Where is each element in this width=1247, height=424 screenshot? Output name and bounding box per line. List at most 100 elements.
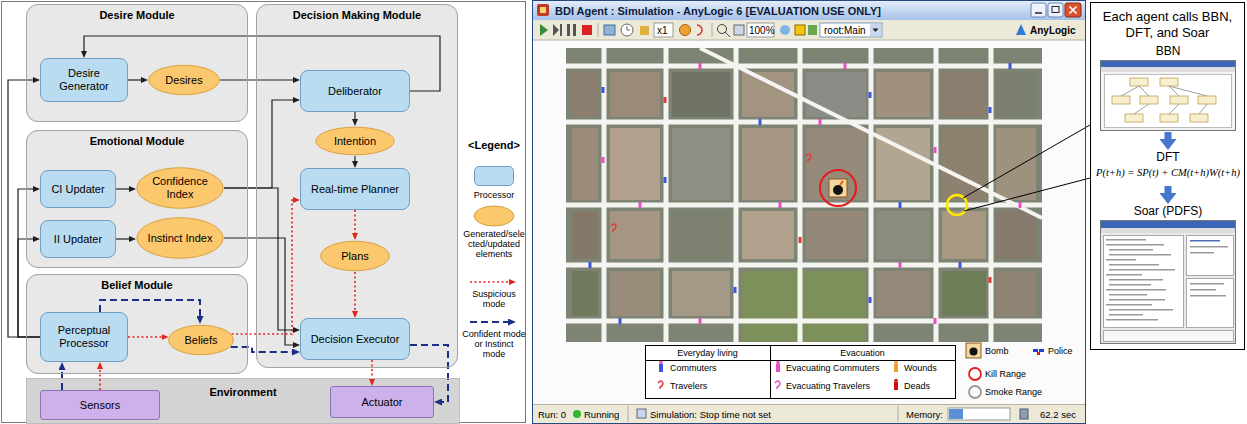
aerial-map (934, 147, 937, 153)
map-legend-table (1039, 349, 1044, 352)
aerial-map (699, 63, 702, 69)
aerial-map (876, 211, 930, 259)
table-cell: Evacuating Travelers (786, 381, 870, 392)
aerial-map (996, 211, 1036, 259)
soar-screenshot (1190, 295, 1226, 297)
bbn-screenshot (1101, 61, 1236, 131)
table-cell: Wounds (904, 363, 937, 374)
module-title: Emotional Module (27, 135, 247, 148)
bbn-screenshot (1121, 86, 1139, 96)
aerial-map (572, 271, 598, 316)
formula: P(t+h) = SP(t) + CM(t+h)W(t+h) (1093, 165, 1243, 181)
legend-text: Suspicious mode (462, 289, 526, 309)
soar-screenshot (1106, 289, 1166, 291)
aerial-map (602, 87, 605, 93)
aerial-map (989, 277, 992, 283)
soar-screenshot (1104, 236, 1184, 328)
legend-text: Processor (462, 190, 526, 200)
map-legend-table (966, 343, 981, 358)
ellipse-shape (169, 325, 234, 354)
formula-block: DFTP(t+h) = SP(t) + CM(t+h)W(t+h) (1093, 150, 1243, 186)
module-panel: Decision Making ModuleDeliberatorIntenti… (256, 4, 458, 368)
toolbar-text: x1 (657, 25, 668, 36)
table-cell: Everyday living (645, 348, 770, 359)
connector (354, 112, 355, 119)
soar-screenshot (1190, 246, 1228, 248)
connector (354, 156, 355, 161)
bbn-screenshot (1160, 78, 1178, 86)
bbn-screenshot (1125, 114, 1143, 122)
environment-band: EnvironmentSensorsActuator (26, 378, 460, 424)
window-chrome (532, 20, 1086, 40)
ellipse-shape (149, 65, 220, 94)
map-legend-table (770, 345, 771, 399)
aerial-map (610, 128, 660, 200)
soar-screenshot (1109, 254, 1171, 256)
window-chrome (873, 29, 879, 33)
aerial-map (742, 128, 794, 200)
soar-screenshot (1109, 279, 1163, 281)
map-legend-table (659, 361, 663, 365)
process-box: Deliberator (300, 70, 410, 112)
soar-screenshot (1109, 269, 1175, 271)
window-chrome (532, 0, 1086, 424)
connector (1165, 132, 1172, 139)
callout-leader (964, 178, 1090, 211)
aerial-map (610, 271, 660, 316)
status-text: Run: 0 (538, 409, 566, 420)
connector (128, 79, 141, 80)
panel-frame (2, 2, 526, 423)
window-chrome (808, 25, 817, 35)
connector (128, 336, 162, 338)
status-bar (1020, 409, 1028, 419)
map-legend-table (970, 348, 978, 356)
element-ellipse: Beliefs (168, 324, 234, 356)
aerial-map (844, 63, 847, 69)
panel-heading: BBN (1100, 44, 1236, 58)
map-legend-text: Smoke Range (985, 387, 1042, 398)
box-label: Sensors (80, 399, 120, 412)
soar-screenshot (1104, 331, 1234, 342)
process-box: Perceptual Processor (40, 312, 128, 362)
map-legend-text: Police (1048, 346, 1073, 357)
window-chrome (747, 23, 774, 37)
soar-screenshot (1101, 221, 1236, 344)
aerial-map (869, 297, 872, 303)
map-legend-table (1033, 349, 1038, 352)
module-title: Belief Module (27, 279, 247, 292)
connector (18, 189, 40, 337)
window-chrome (1016, 24, 1026, 35)
table-cell: Evacuating Commuters (786, 363, 880, 374)
bbn-screenshot (1134, 104, 1149, 114)
soar-screenshot (1101, 228, 1235, 233)
window-chrome (532, 0, 1086, 424)
map-legend-table (659, 364, 663, 372)
aerial-map (899, 262, 902, 268)
soar-screenshot (1109, 314, 1143, 316)
map-legend-table (645, 343, 1044, 399)
soar-screenshot (1187, 279, 1234, 328)
aerial-map (742, 72, 794, 117)
aerial-map (742, 211, 794, 259)
aerial-map (934, 318, 937, 324)
connector (354, 272, 356, 311)
map-legend-table (969, 368, 981, 380)
soar-screenshot (1106, 259, 1136, 261)
connector (61, 370, 63, 390)
aerial-map (942, 271, 986, 316)
connector (371, 360, 373, 379)
callout-text: Each agent calls BBN, DFT, and Soar (1097, 9, 1238, 41)
ellipse-shape (321, 241, 390, 270)
window-chrome (712, 23, 713, 37)
connector (224, 100, 293, 188)
aerial-map (566, 48, 1042, 342)
callout-leader (963, 125, 1090, 211)
aerial-map (572, 128, 598, 200)
window-chrome (640, 26, 649, 35)
panel-heading: Soar (PDFS) (1100, 204, 1236, 218)
bbn-screenshot (1198, 96, 1216, 104)
soar-screenshot (1187, 236, 1234, 276)
aerial-map (742, 271, 866, 342)
